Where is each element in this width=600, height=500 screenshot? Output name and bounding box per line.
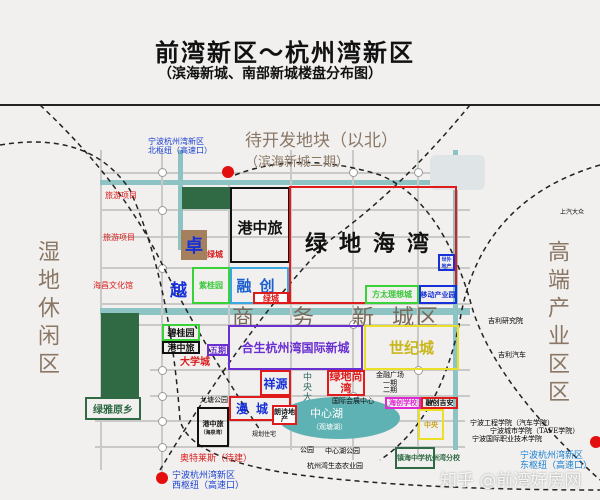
college-2: 宁波城市学院（TAFE学院） (490, 427, 580, 435)
finance-square-label: 金融广场一期二期 (376, 371, 404, 395)
hub-type: 西枢纽（高速口） (172, 480, 245, 491)
project-shiji[interactable]: 世纪城 (364, 325, 459, 370)
central-lake[interactable] (278, 397, 400, 439)
central-lake-label: 中心湖 (310, 407, 343, 420)
industry-region-label: 高端产业区区 (544, 240, 569, 408)
jiutang-park-label: 九塘公园 (200, 396, 228, 404)
east-hub-marker[interactable] (590, 436, 600, 448)
geely-research: 吉利研究院 (488, 317, 523, 325)
north-region-label: 待开发地块（以北） (245, 131, 398, 151)
planned-housing-label: 规划住宅 (252, 431, 277, 438)
park-label: 公园 (300, 446, 314, 454)
project-hesheng[interactable]: 合生杭州湾国际新城 (228, 325, 363, 370)
outlets-label: 奥特莱斯（待建） (180, 454, 253, 464)
zhenhai-school[interactable]: 镇海中学杭州湾分校 (395, 447, 460, 469)
green-park (101, 313, 139, 397)
north-region-sublabel: （滨海新城二期） (245, 155, 350, 170)
project-bigui[interactable]: 碧桂园 (162, 324, 200, 341)
hub-name: 宁波杭州湾新区 (172, 471, 236, 481)
haichang-museum: 海昌文化馆 (93, 281, 133, 290)
central-lake-sublabel: （观塘湖） (312, 423, 347, 431)
tourism-project-2: 旅游项目 (103, 233, 135, 242)
business-label-2: 务 (292, 306, 315, 331)
tourism-project-1: 旅游项目 (105, 191, 137, 200)
finance-name: 金融广场 (376, 371, 404, 379)
business-label-4: 城 (392, 306, 415, 331)
project-zhongyang[interactable]: 中央 (418, 409, 444, 440)
project-lvcheng-label[interactable]: 绿城 (207, 249, 223, 259)
legend-thumbnail (430, 155, 485, 190)
business-label-5: 区 (416, 306, 439, 331)
west-hub-marker[interactable] (156, 472, 168, 484)
hub-name: 宁波杭州湾新区 (520, 451, 584, 461)
central-avenue-label: 中央大街 (301, 372, 311, 412)
watermark: 知乎 @前湾好房网 (440, 471, 582, 491)
project-name: 港中旅 (202, 418, 224, 428)
project-sub: （海泉湾） (200, 429, 226, 436)
project-wuqi[interactable]: 五期 (207, 344, 229, 356)
project-gangzhonglv-haiquanwan[interactable]: 港中旅（海泉湾） (197, 407, 229, 447)
project-yue[interactable]: 越 (170, 281, 187, 301)
expo-center-label: 国际会展中心 (332, 397, 374, 405)
project-gangzhonglv-north[interactable]: 港中旅 (230, 187, 290, 263)
agri-park-label: 杭州湾生态农业园 (307, 462, 363, 470)
page-title: 前湾新区～杭州湾新区 (155, 38, 415, 67)
east-hub-label[interactable]: 宁波杭州湾新区东枢纽（高速口） (520, 451, 593, 472)
project-haichuang-school[interactable]: 海创学校 (385, 397, 421, 409)
saic-vw: 上汽大众 (560, 209, 585, 216)
project-xiangyuan[interactable]: 祥源 (260, 370, 291, 396)
hub-name: 宁波杭州湾新区 (148, 137, 204, 146)
college-3: 宁波国际职业技术学院 (472, 435, 542, 443)
geely-auto: 吉利汽车 (498, 351, 526, 359)
central-lake-park-label: 中心湖公园 (325, 447, 360, 455)
college-1: 宁波工程学院（汽车学院） (470, 419, 554, 427)
divider (0, 104, 600, 106)
business-label-1: 商 (232, 306, 255, 331)
north-hub-label[interactable]: 宁波杭州湾新区北枢纽（高速口） (148, 137, 212, 156)
business-label-3: 新 (352, 306, 375, 331)
hub-type: 东枢纽（高速口） (520, 460, 593, 471)
finance-phase-2: 二期 (383, 386, 397, 395)
project-fangtai[interactable]: 方太理想城 (365, 285, 419, 304)
project-university-town[interactable]: 大学城 (180, 357, 210, 368)
project-langshi[interactable]: 朗诗地产 (272, 405, 297, 425)
west-hub-label[interactable]: 宁波杭州湾新区西枢纽（高速口） (172, 471, 245, 492)
project-lvya-yuanxiang[interactable]: 绿雅原乡 (85, 397, 141, 420)
page-subtitle: （滨海新城、南部新城楼盘分布图） (158, 66, 382, 82)
project-lvdi-shangwan[interactable]: 绿地尚湾 (327, 370, 365, 396)
project-rongchuang-jian[interactable]: 融创吉安 (421, 397, 458, 409)
project-mobile-park[interactable]: 移动产业园 (419, 285, 457, 304)
project-lvcheng[interactable]: 绿城 (253, 292, 289, 304)
north-hub-marker[interactable] (222, 166, 234, 178)
hub-type: 北枢纽（高速口） (148, 145, 212, 155)
project-shiwai[interactable]: 世外地产 (438, 254, 455, 271)
finance-phase-1: 一期 (383, 378, 397, 387)
green-park (182, 187, 232, 209)
project-zhuo[interactable]: 卓 (181, 230, 207, 260)
wetland-region-label: 湿地休闲区 (34, 240, 59, 380)
project-zigui[interactable]: 紫桂园 (192, 267, 230, 304)
project-gangzhonglv-west[interactable]: 港中旅 (162, 341, 200, 354)
